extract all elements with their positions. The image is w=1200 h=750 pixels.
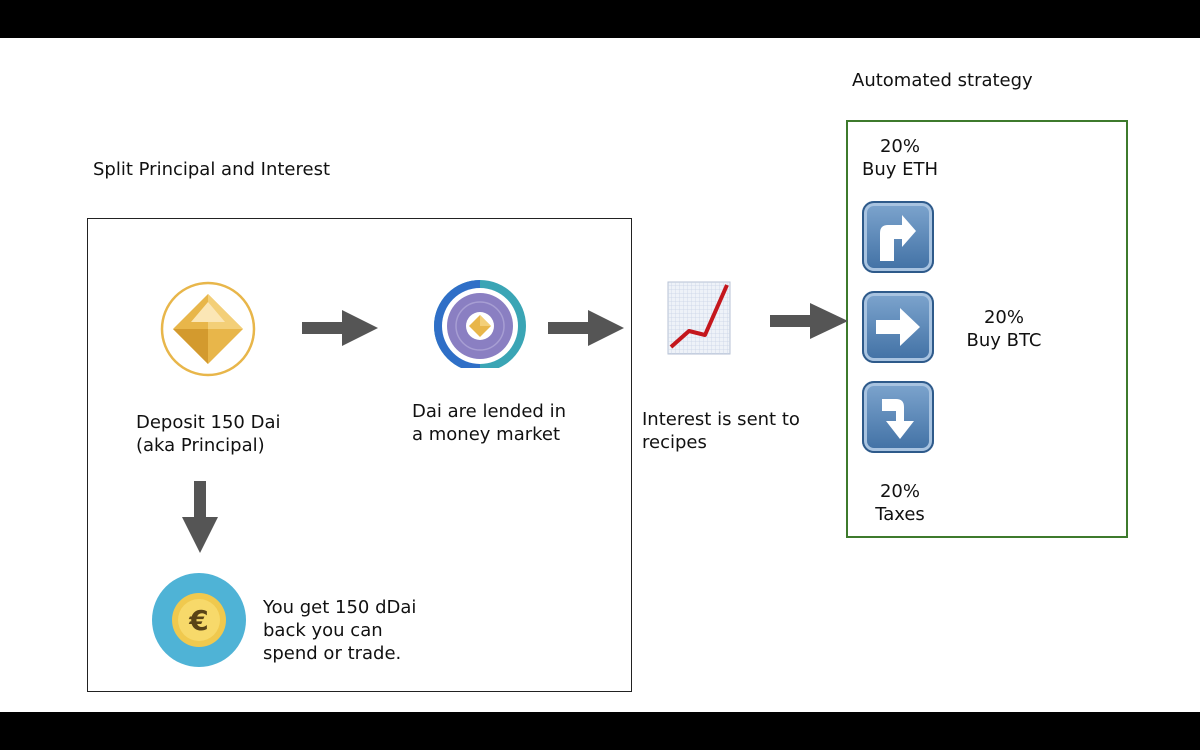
svg-text:€: € (188, 604, 208, 637)
deposit-label: Deposit 150 Dai (aka Principal) (136, 412, 281, 456)
principal-interest-box (87, 218, 632, 692)
automated-strategy-heading: Automated strategy (852, 70, 1033, 91)
split-heading: Split Principal and Interest (93, 159, 331, 180)
taxes-label: 20% Taxes (875, 481, 925, 525)
flow-arrow-down (182, 481, 218, 553)
euro-coin-icon: € (152, 573, 246, 667)
diagram-canvas: Split Principal and Interest Automated s… (0, 38, 1200, 712)
arrow-curving-up-icon (862, 201, 934, 273)
interest-label: Interest is sent to recipes (642, 409, 800, 453)
lended-label: Dai are lended in a money market (412, 401, 566, 445)
automated-strategy-box (846, 120, 1128, 538)
buy-eth-label: 20% Buy ETH (861, 136, 939, 180)
flow-arrow-3 (770, 303, 848, 339)
chart-increasing-icon (667, 281, 731, 355)
buy-btc-label: 20% Buy BTC (966, 307, 1042, 351)
receive-label: You get 150 dDai back you can spend or t… (263, 597, 417, 664)
flow-arrow-2 (548, 310, 624, 346)
money-market-icon (434, 280, 526, 368)
arrow-right-icon (862, 291, 934, 363)
dai-diamond-icon (160, 281, 256, 377)
arrow-curving-down-icon (862, 381, 934, 453)
flow-arrow-1 (302, 310, 378, 346)
